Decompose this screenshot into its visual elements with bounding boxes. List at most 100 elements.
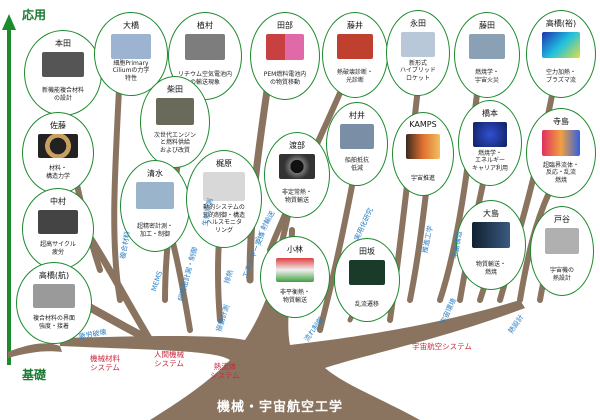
lab-desc: PEM燃料電池内 の物質移動 <box>263 71 307 87</box>
category-label: 機械材料 システム <box>90 354 120 373</box>
lab-photo <box>265 34 305 60</box>
lab-node-fujita: 藤田 燃焼学・ 宇宙火災 <box>454 12 520 98</box>
lab-name: 中村 <box>50 197 66 206</box>
axis-bottom-label: 基礎 <box>22 368 47 382</box>
lab-node-uemura: 植村 リチウム空気電池内 の輸送現象 <box>168 12 242 100</box>
lab-name: 戸谷 <box>554 215 570 224</box>
lab-photo <box>275 258 315 282</box>
lab-photo <box>471 222 511 249</box>
lab-name: 藤井 <box>347 21 363 30</box>
lab-desc: 超精密計測・ 加工・制御 <box>136 223 173 239</box>
lab-photo <box>400 32 436 58</box>
lab-desc: 動的システムの 知的制御・構造 ヘルスモニタ リング <box>202 203 245 235</box>
lab-node-terashima: 寺島 超臨界流体・ 反応・乱流 燃焼 <box>526 108 596 198</box>
lab-desc: 熱破壊診断・ 光診断 <box>336 69 373 85</box>
lab-photo <box>337 34 373 60</box>
lab-node-kamps: KAMPS 宇宙推進 <box>392 112 454 196</box>
axis-arrow-head <box>2 14 16 30</box>
lab-name: 大橋 <box>123 21 139 30</box>
lab-desc: 次世代エンジン と燃料供給 および改質 <box>153 131 196 155</box>
lab-name: 梶原 <box>216 159 232 168</box>
lab-name: 永田 <box>410 19 426 28</box>
lab-photo <box>279 154 315 180</box>
lab-node-takahashi-yu: 高橋(裕) 空力加熱・ プラズマ流 <box>526 10 596 98</box>
lab-photo <box>472 122 508 148</box>
lab-name: KAMPS <box>409 120 437 129</box>
axis-top-label: 応用 <box>22 8 47 22</box>
lab-name: 本田 <box>55 39 71 48</box>
category-label: 宇宙航空システム <box>412 342 472 351</box>
lab-photo <box>544 228 580 255</box>
lab-node-nakamura: 中村 超高サイクル 疲労 <box>22 188 94 270</box>
tree-root-left <box>8 343 62 358</box>
lab-photo <box>41 52 85 78</box>
lab-desc: 空力加熱・ プラズマ流 <box>545 69 576 85</box>
lab-desc: 非定常熱・ 物質輸送 <box>281 189 312 205</box>
lab-photo <box>469 34 505 60</box>
lab-desc: 船舶抵抗 低減 <box>344 157 369 173</box>
lab-name: 村井 <box>349 111 365 120</box>
lab-node-kajiwara: 梶原 動的システムの 知的制御・構造 ヘルスモニタ リング <box>186 150 262 248</box>
lab-desc: 材料・ 構造力学 <box>45 165 70 181</box>
lab-node-nagata: 永田 新形式 ハイブリッド ロケット <box>386 10 450 96</box>
category-label: 人間機械 システム <box>154 350 184 369</box>
lab-node-toya: 戸谷 宇宙機の 熱設計 <box>530 206 594 296</box>
lab-name: 大島 <box>483 209 499 218</box>
lab-name: 田部 <box>277 21 293 30</box>
lab-desc: 燃焼学・ エネルギー キャリア利用 <box>471 149 508 173</box>
lab-node-hashimoto: 橋本 燃焼学・ エネルギー キャリア利用 <box>458 100 522 186</box>
lab-photo <box>38 210 78 234</box>
lab-desc: 複合材料の界面 強度・接着 <box>32 315 75 331</box>
lab-name: 橋本 <box>482 109 498 118</box>
lab-name: 渡部 <box>289 141 305 150</box>
lab-name: 植村 <box>197 21 213 30</box>
lab-node-murai: 村井 船舶抵抗 低減 <box>326 102 388 186</box>
lab-node-shibata: 柴田 次世代エンジン と燃料供給 および改質 <box>140 76 210 168</box>
lab-name: 柴田 <box>167 85 183 94</box>
lab-node-kobayashi: 小林 非平衡熱・ 物質輸送 <box>260 236 330 318</box>
lab-node-honda: 本田 新機能複合材料 の設計 <box>24 30 102 116</box>
lab-name: 清水 <box>147 169 163 178</box>
lab-photo <box>135 182 175 209</box>
lab-name: 寺島 <box>553 117 569 126</box>
lab-node-shimizu: 清水 超精密計測・ 加工・制御 <box>120 160 190 252</box>
category-label: 熱流体 システム <box>210 362 240 381</box>
lab-desc: 新機能複合材料 の設計 <box>41 87 84 103</box>
tree-trunk <box>60 240 525 420</box>
lab-name: 藤田 <box>479 21 495 30</box>
lab-photo <box>155 98 195 125</box>
lab-node-fujii: 藤井 熱破壊診断・ 光診断 <box>322 12 388 98</box>
lab-desc: リチウム空気電池内 の輸送現象 <box>177 71 232 87</box>
lab-photo <box>110 34 152 59</box>
root-label: 機械・宇宙航空工学 <box>216 400 343 415</box>
lab-desc: 乱流遷移 <box>354 301 379 309</box>
lab-name: 田坂 <box>359 247 375 256</box>
lab-photo <box>541 32 581 58</box>
lab-photo <box>184 34 226 60</box>
lab-photo <box>340 124 374 149</box>
lab-node-watanabe: 渡部 非定常熱・ 物質輸送 <box>264 132 330 218</box>
lab-photo <box>38 134 78 158</box>
lab-photo <box>406 134 440 159</box>
lab-desc: 非平衡熱・ 物質輸送 <box>279 289 310 305</box>
lab-node-oshima: 大島 物質輸送・ 燃焼 <box>456 200 526 290</box>
lab-desc: 物質輸送・ 燃焼 <box>475 261 506 277</box>
lab-photo <box>349 260 385 285</box>
lab-name: 佐藤 <box>50 121 66 130</box>
lab-photo <box>33 284 75 308</box>
lab-name: 小林 <box>287 245 303 254</box>
lab-desc: 宇宙推進 <box>410 175 435 183</box>
lab-photo <box>203 172 245 201</box>
lab-desc: 宇宙機の 熱設計 <box>549 267 574 283</box>
lab-node-sato: 佐藤 材料・ 構造力学 <box>22 112 94 194</box>
lab-node-tabe: 田部 PEM燃料電池内 の物質移動 <box>250 12 320 100</box>
lab-name: 高橋(航) <box>38 271 70 280</box>
lab-desc: 超高サイクル 疲労 <box>40 241 76 257</box>
lab-photo <box>541 130 581 157</box>
lab-desc: 燃焼学・ 宇宙火災 <box>474 69 499 85</box>
lab-desc: 新形式 ハイブリッド ロケット <box>400 59 436 83</box>
lab-node-takahashi-ko: 高橋(航) 複合材料の界面 強度・接着 <box>16 262 92 344</box>
lab-desc: 超臨界流体・ 反応・乱流 燃焼 <box>542 161 579 185</box>
lab-desc: 細胞Primary Ciliumの力学 特性 <box>112 59 150 83</box>
